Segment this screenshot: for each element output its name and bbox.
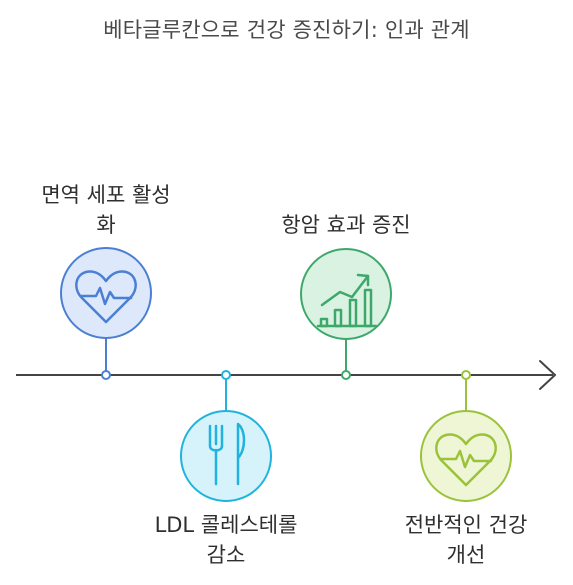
diagram-title: 베타글루칸으로 건강 증진하기: 인과 관계 bbox=[103, 18, 470, 42]
milestone-ldl-reduction bbox=[180, 370, 272, 502]
timeline-node bbox=[341, 370, 351, 380]
timeline-node bbox=[461, 370, 471, 380]
timeline-node bbox=[221, 370, 231, 380]
heart-pulse-icon bbox=[435, 433, 497, 487]
heart-pulse-icon bbox=[75, 270, 137, 324]
milestone-label-immune-activation: 면역 세포 활성 화 bbox=[41, 183, 171, 237]
milestone-label-ldl-reduction: LDL 콜레스테롤 감소 bbox=[154, 513, 298, 567]
icon-badge bbox=[180, 410, 272, 502]
timeline-arrowhead bbox=[539, 360, 556, 390]
milestone-label-overall-health: 전반적인 건강 개선 bbox=[404, 513, 528, 567]
icon-badge bbox=[60, 247, 152, 339]
milestone-anticancer-effect bbox=[300, 248, 392, 380]
timeline-node bbox=[101, 370, 111, 380]
milestone-immune-activation bbox=[60, 247, 152, 380]
fork-knife-icon bbox=[208, 422, 246, 486]
milestone-overall-health bbox=[420, 370, 512, 502]
icon-badge bbox=[420, 410, 512, 502]
milestone-label-anticancer-effect: 항암 효과 증진 bbox=[281, 213, 411, 237]
growth-chart-icon bbox=[316, 273, 378, 328]
